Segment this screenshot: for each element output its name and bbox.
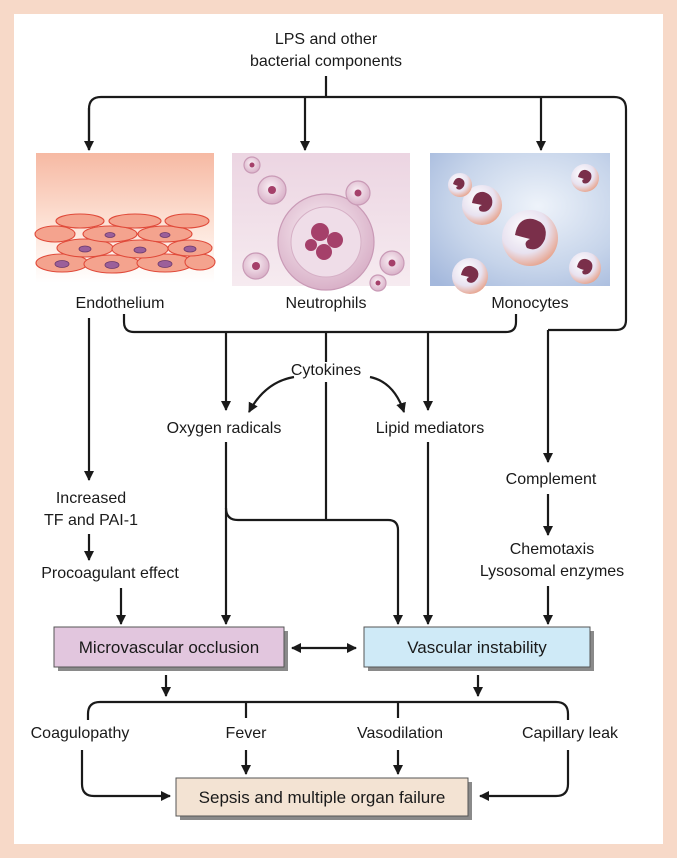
vascular-instability-label: Vascular instability xyxy=(407,638,547,657)
cells-bus-line xyxy=(122,314,518,334)
sepsis-box xyxy=(175,777,469,817)
arrow-capillary-leak-to-sepsis xyxy=(478,750,570,802)
cytokines-label: Cytokines xyxy=(291,362,361,379)
arrow-oxygen-to-instability xyxy=(224,507,404,626)
monocytes-label: Monocytes xyxy=(491,295,568,312)
oxygen-radicals-label: Oxygen radicals xyxy=(167,420,282,437)
lipid-mediators-label: Lipid mediators xyxy=(376,420,485,437)
capillary-leak-label: Capillary leak xyxy=(522,725,619,742)
sepsis-label: Sepsis and multiple organ failure xyxy=(199,788,446,807)
outcomes-bracket xyxy=(86,700,570,720)
top-label-line1: LPS and other xyxy=(275,31,378,48)
top-label-line2: bacterial components xyxy=(250,53,402,70)
fever-label: Fever xyxy=(226,725,268,742)
lysosomal-enzymes-label: Lysosomal enzymes xyxy=(480,563,624,580)
neutrophils-label: Neutrophils xyxy=(286,295,367,312)
figure-frame xyxy=(14,14,663,844)
neutrophils-illustration xyxy=(232,153,410,292)
arrow-cytokines-to-lipid xyxy=(369,375,406,413)
chemotaxis-label: Chemotaxis xyxy=(510,541,594,558)
microvascular-occlusion-box xyxy=(53,626,285,668)
complement-label: Complement xyxy=(506,471,597,488)
microvascular-occlusion-label: Microvascular occlusion xyxy=(79,638,259,657)
coagulopathy-label: Coagulopathy xyxy=(31,725,130,742)
vascular-instability-box xyxy=(363,626,591,668)
procoagulant-label: Procoagulant effect xyxy=(41,565,179,582)
endothelium-label: Endothelium xyxy=(76,295,165,312)
increased-label-line2: TF and PAI-1 xyxy=(44,512,138,529)
increased-label-line1: Increased xyxy=(56,490,126,507)
vasodilation-label: Vasodilation xyxy=(357,725,443,742)
arrow-coagulopathy-to-sepsis xyxy=(80,750,172,802)
top-distribution-line xyxy=(87,95,628,332)
monocytes-illustration xyxy=(430,153,610,294)
arrow-cytokines-to-oxygen xyxy=(248,375,295,413)
endothelium-illustration xyxy=(34,153,216,283)
